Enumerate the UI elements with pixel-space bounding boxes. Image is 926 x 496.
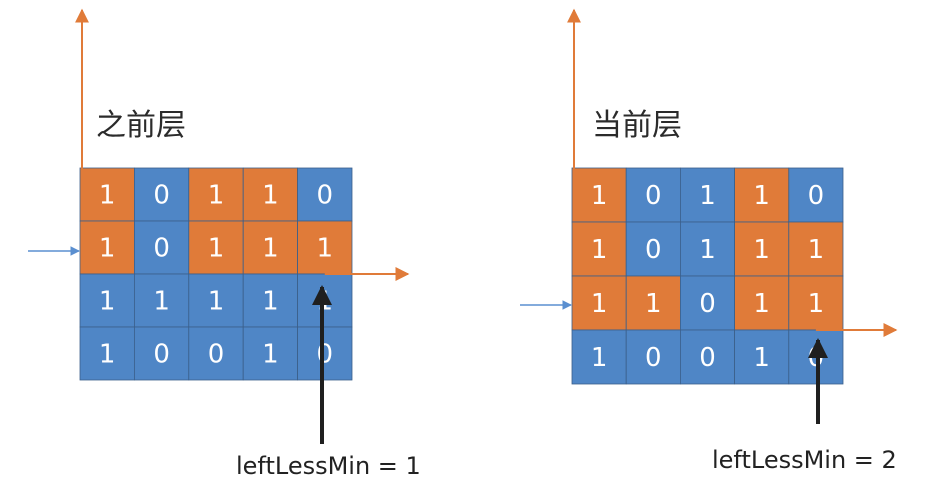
- grid-cell-value-previous-r1-c0: 1: [99, 234, 116, 264]
- caption-current-left-less-min: leftLessMin = 2: [712, 446, 897, 474]
- grid-cell-previous-r3-c3: [242, 326, 298, 381]
- grid-cell-current-r0-c4: [788, 167, 844, 223]
- grid-cell-value-current-r3-c1: 0: [645, 343, 662, 373]
- grid-cell-value-previous-r2-c2: 1: [208, 287, 225, 317]
- grid-cell-value-current-r2-c2: 0: [699, 289, 716, 319]
- panel-title-current-layer: 当前层: [592, 108, 682, 143]
- grid-cell-value-current-r3-c4: 0: [808, 343, 825, 373]
- grid-cell-value-previous-r3-c0: 1: [99, 340, 116, 370]
- grid-cell-value-previous-r2-c3: 1: [262, 287, 279, 317]
- grid-cell-current-r2-c1: [625, 275, 681, 331]
- grid-cell-value-previous-r1-c1: 0: [153, 234, 170, 264]
- grid-cell-current-r0-c3: [734, 167, 790, 223]
- grid-cell-current-r1-c0: [571, 221, 627, 277]
- grid-cell-value-current-r2-c4: 1: [808, 289, 825, 319]
- grid-cell-current-r3-c0: [571, 329, 627, 385]
- grid-cell-value-current-r2-c0: 1: [591, 289, 608, 319]
- grid-cell-previous-r0-c3: [242, 167, 298, 222]
- grid-cell-value-current-r2-c1: 1: [645, 289, 662, 319]
- grid-cell-value-previous-r2-c4: 1: [317, 287, 334, 317]
- grid-cell-value-current-r1-c2: 1: [699, 235, 716, 265]
- grid-cell-value-previous-r0-c4: 0: [317, 181, 334, 211]
- grid-cell-value-current-r1-c0: 1: [591, 235, 608, 265]
- grid-cell-current-r1-c3: [734, 221, 790, 277]
- grid-cell-value-current-r1-c3: 1: [753, 235, 770, 265]
- panel-title-previous-layer: 之前层: [96, 108, 186, 143]
- grid-cell-value-previous-r0-c0: 1: [99, 181, 116, 211]
- panel-previous-layer: 1 0 1 1 0 1 0 1 1 1 1 1 1 1 1 1 0 0 1 0: [28, 8, 410, 444]
- grid-cell-value-current-r0-c0: 1: [591, 181, 608, 211]
- grid-cell-value-previous-r1-c3: 1: [262, 234, 279, 264]
- grid-cell-value-previous-r0-c2: 1: [208, 181, 225, 211]
- grid-cell-value-previous-r3-c2: 0: [208, 340, 225, 370]
- grid-cell-previous-r0-c2: [188, 167, 244, 222]
- grid-cell-previous-r1-c4: [297, 220, 353, 275]
- grid-cell-previous-r3-c1: [133, 326, 190, 381]
- grid-cell-value-previous-r0-c3: 1: [262, 181, 279, 211]
- grid-cell-current-r2-c4: [788, 275, 844, 331]
- grid-cell-previous-r2-c3: [242, 273, 298, 328]
- grid-cell-value-current-r2-c3: 1: [753, 289, 770, 319]
- grid-cell-current-r3-c3: [734, 329, 790, 385]
- grid-cell-previous-r1-c0: [79, 220, 135, 275]
- grid-cell-value-previous-r2-c1: 1: [153, 287, 170, 317]
- grid-cell-current-r2-c0: [571, 275, 627, 331]
- grid-cell-value-previous-r3-c4: 0: [317, 340, 334, 370]
- grid-cell-value-previous-r0-c1: 0: [153, 181, 170, 211]
- grid-cell-value-previous-r3-c1: 0: [153, 340, 170, 370]
- grid-cell-previous-r1-c2: [188, 220, 244, 275]
- grid-cell-previous-r0-c1: [133, 167, 190, 222]
- grid-cell-value-current-r1-c4: 1: [808, 235, 825, 265]
- grid-cell-value-current-r0-c2: 1: [699, 181, 716, 211]
- grid-cell-value-previous-r1-c2: 1: [208, 234, 225, 264]
- grid-cell-previous-r3-c0: [79, 326, 135, 381]
- grid-cell-previous-r3-c2: [188, 326, 244, 381]
- caption-previous-left-less-min: leftLessMin = 1: [236, 452, 421, 480]
- grid-cell-current-r3-c1: [625, 329, 681, 385]
- grid-cell-current-r1-c1: [625, 221, 681, 277]
- grid-cell-previous-r2-c1: [133, 273, 190, 328]
- grid-cell-current-r2-c3: [734, 275, 790, 331]
- grid-cell-value-current-r3-c0: 1: [591, 343, 608, 373]
- grid-cell-value-current-r1-c1: 0: [645, 235, 662, 265]
- grid-cell-previous-r2-c4: [297, 273, 353, 328]
- grid-cell-value-current-r0-c1: 0: [645, 181, 662, 211]
- grid-cell-value-previous-r3-c3: 1: [262, 340, 279, 370]
- grid-cell-value-current-r0-c3: 1: [753, 181, 770, 211]
- panel-current-layer: 1 0 1 1 0 1 0 1 1 1 1 1 0 1 1 1 0 0 1 0: [520, 8, 898, 424]
- grid-cell-value-previous-r1-c4: 1: [317, 234, 334, 264]
- grid-cell-current-r1-c2: [680, 221, 736, 277]
- grid-cell-current-r3-c2: [680, 329, 736, 385]
- grid-cell-previous-r0-c0: [79, 167, 135, 222]
- grid-cell-value-current-r0-c4: 0: [808, 181, 825, 211]
- grid-cell-value-previous-r2-c0: 1: [99, 287, 116, 317]
- grid-cell-previous-r3-c4: [297, 326, 353, 381]
- grid-cell-current-r0-c1: [625, 167, 681, 223]
- grid-cell-value-current-r3-c3: 1: [753, 343, 770, 373]
- grid-cell-value-current-r3-c2: 0: [699, 343, 716, 373]
